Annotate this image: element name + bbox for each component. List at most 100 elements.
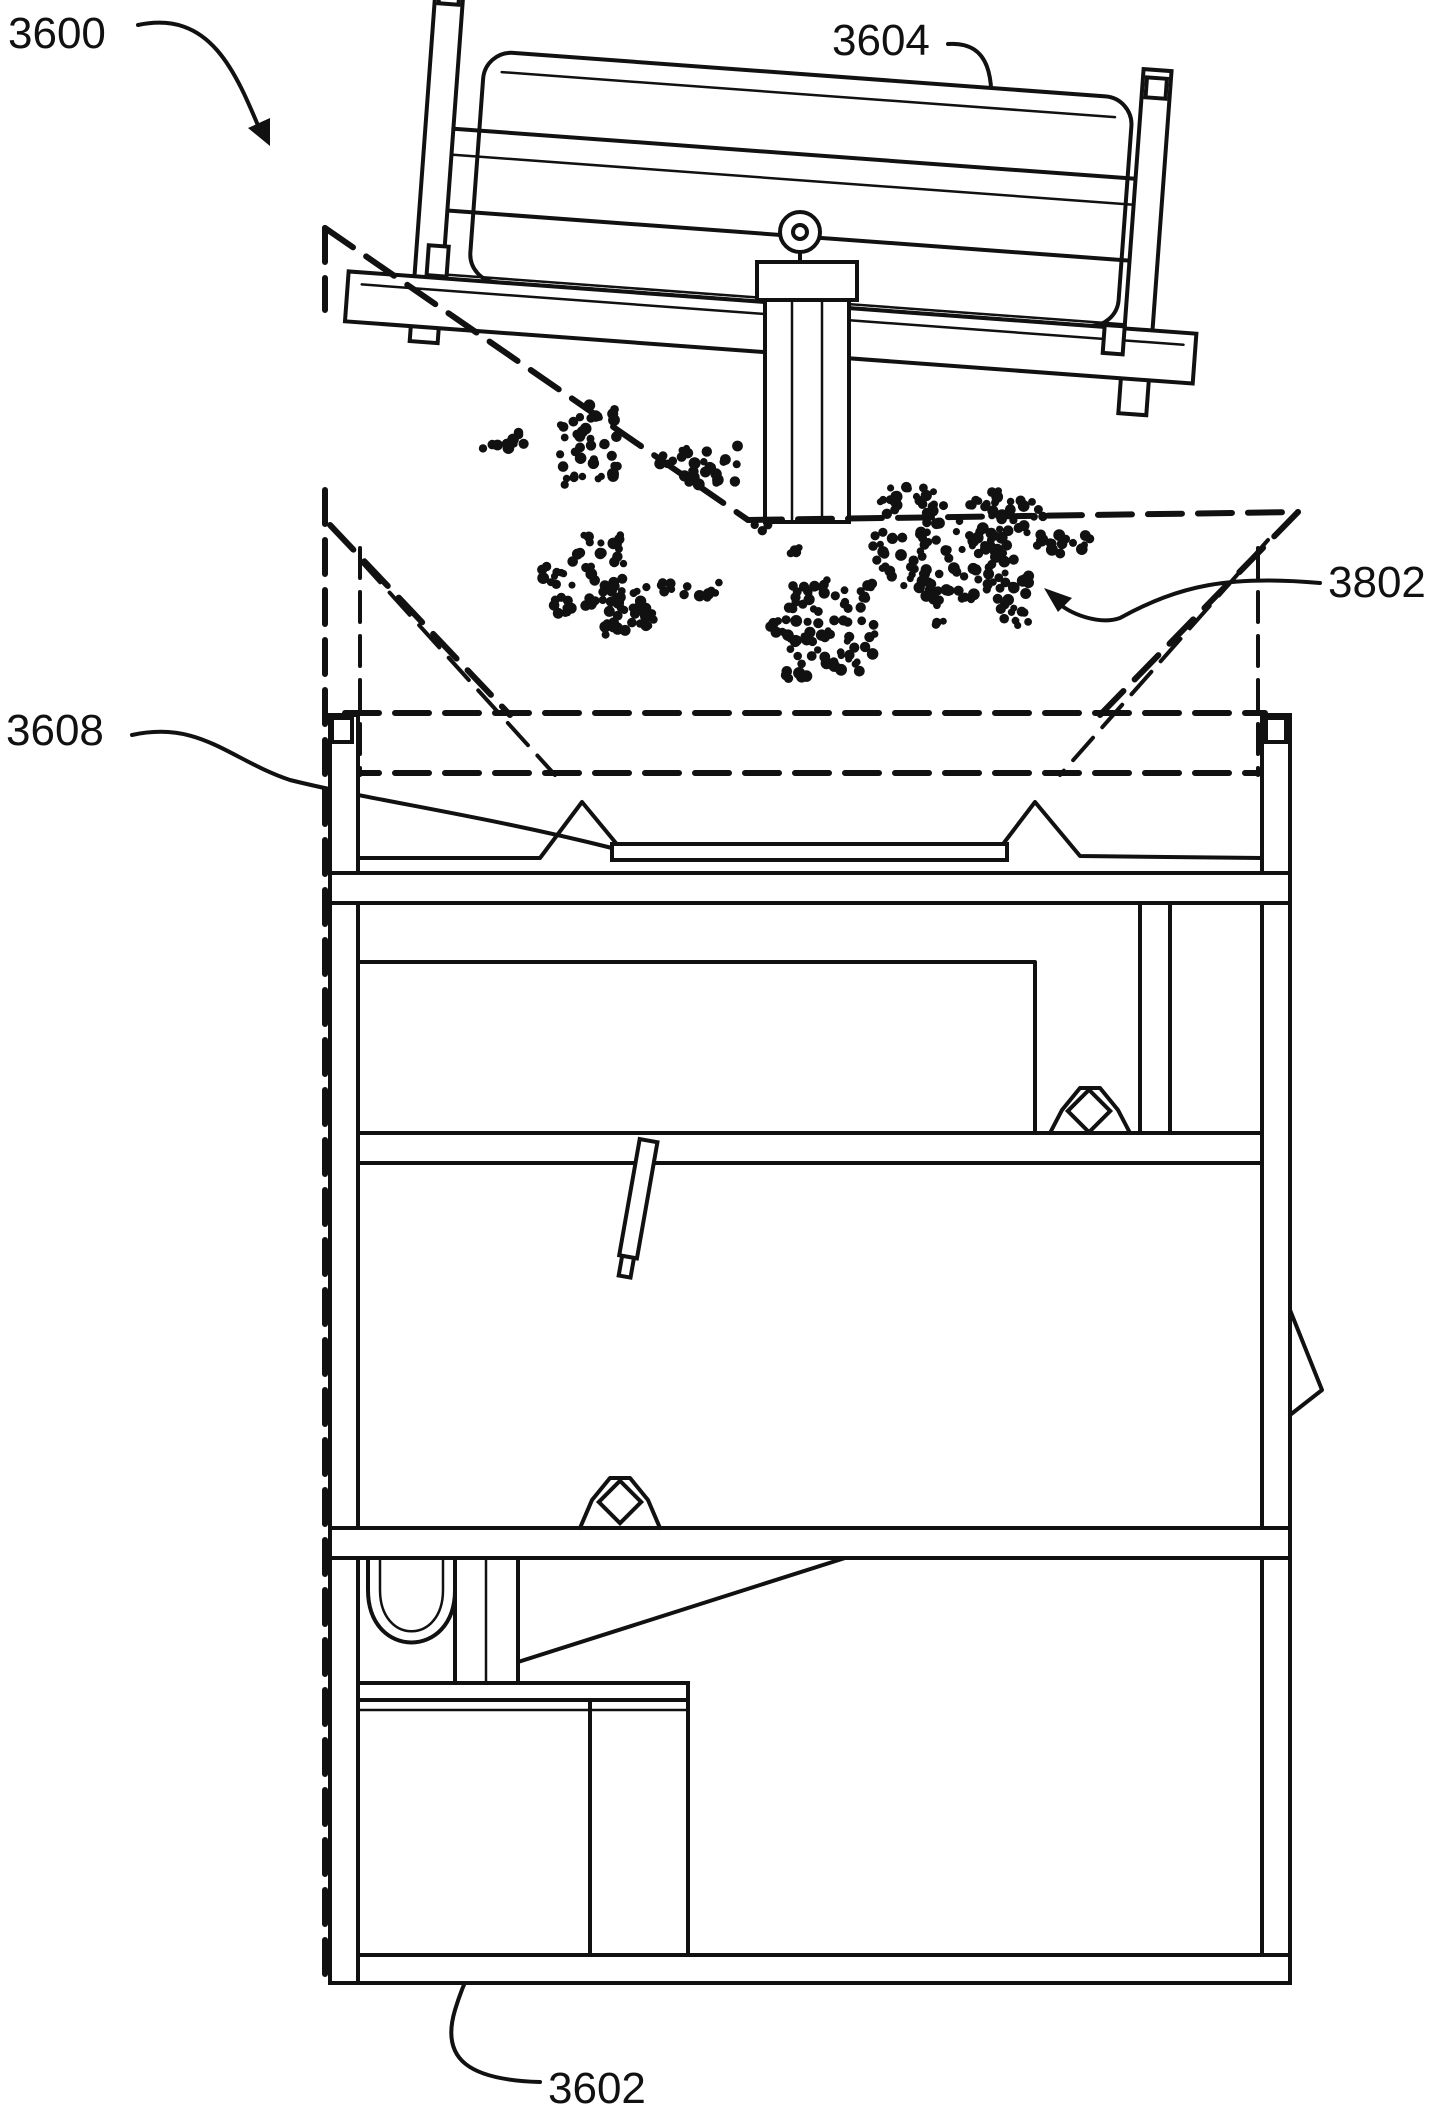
particle [923, 529, 931, 537]
particle [856, 602, 866, 612]
particle [608, 538, 620, 550]
particle [928, 593, 940, 605]
particle [1024, 618, 1032, 626]
particle [931, 518, 942, 529]
particle [987, 487, 997, 497]
particle [732, 441, 743, 452]
particle [575, 548, 585, 558]
particle [1023, 529, 1030, 536]
particle [790, 615, 802, 627]
particle [861, 594, 870, 603]
particle [991, 499, 999, 507]
particle [763, 520, 772, 529]
particle [557, 421, 564, 428]
particle [980, 543, 991, 554]
particle [1014, 622, 1021, 629]
tray-upright-right-cap [1146, 77, 1167, 98]
particle [972, 532, 984, 544]
particle [969, 542, 976, 549]
particle [871, 531, 880, 540]
particle [602, 631, 610, 639]
label-3608: 3608 [6, 706, 104, 755]
particle [720, 454, 731, 465]
hopper-inner-left-slope [360, 560, 555, 775]
frame-post-left-cap [332, 718, 352, 742]
particle [613, 462, 622, 471]
tray-foot-left [427, 245, 449, 276]
particle [959, 546, 966, 553]
particle [868, 541, 878, 551]
particle [908, 562, 916, 570]
particle [897, 533, 907, 543]
particle [610, 581, 620, 591]
particle [975, 497, 983, 505]
particle [790, 545, 800, 555]
particle [781, 670, 791, 680]
particle [1047, 543, 1055, 551]
particle [586, 440, 596, 450]
shelf-second [358, 1133, 1262, 1163]
particle [988, 512, 995, 519]
particle [587, 563, 595, 571]
upper-right-column [1140, 903, 1170, 1133]
particle [1078, 546, 1087, 555]
particle [879, 496, 887, 504]
particle [609, 557, 619, 567]
particle [801, 633, 808, 640]
particle [563, 475, 571, 483]
particle [751, 521, 759, 529]
particle [1002, 570, 1009, 577]
shelf-bottom [358, 1955, 1290, 1983]
particle [994, 573, 1003, 582]
particle [479, 444, 487, 452]
particle [541, 565, 548, 572]
label-3600: 3600 [8, 9, 106, 58]
particle [611, 431, 622, 442]
particle [771, 627, 782, 638]
particle [823, 576, 831, 584]
frame-post-right [1262, 715, 1290, 1983]
particle [1035, 530, 1046, 541]
particle [818, 584, 827, 593]
particle [567, 556, 578, 567]
particle [948, 562, 960, 574]
particle [571, 448, 580, 457]
particle [819, 652, 830, 663]
particle [1008, 609, 1015, 616]
particle [891, 491, 903, 503]
particle [793, 652, 802, 661]
particle [953, 528, 960, 535]
particle [887, 533, 898, 544]
particle [684, 477, 694, 487]
particle [556, 450, 564, 458]
arrowhead-3600 [248, 118, 270, 146]
particle [939, 501, 948, 510]
label-3604: 3604 [832, 16, 930, 65]
particle [597, 539, 604, 546]
bearing-block-lower [580, 1478, 660, 1528]
particle [1020, 608, 1028, 616]
particle [1023, 577, 1034, 588]
particle [1008, 582, 1020, 594]
particle [547, 578, 555, 586]
particle [960, 593, 969, 602]
particle [702, 446, 712, 456]
particle [579, 473, 587, 481]
particle [814, 646, 821, 653]
particle [774, 617, 782, 625]
leader-3608 [132, 732, 612, 848]
particle [707, 587, 715, 595]
particle [715, 579, 723, 587]
particle [919, 570, 927, 578]
particle [584, 399, 596, 411]
particle [871, 630, 879, 638]
particle [872, 556, 881, 565]
particle [796, 671, 807, 682]
bearing-block-upper [1050, 1088, 1130, 1133]
particle [841, 586, 849, 594]
particle [807, 651, 817, 661]
particle [843, 617, 852, 626]
particle [974, 576, 982, 584]
upper-compartment-outline [358, 962, 1035, 1133]
particle [599, 596, 607, 604]
